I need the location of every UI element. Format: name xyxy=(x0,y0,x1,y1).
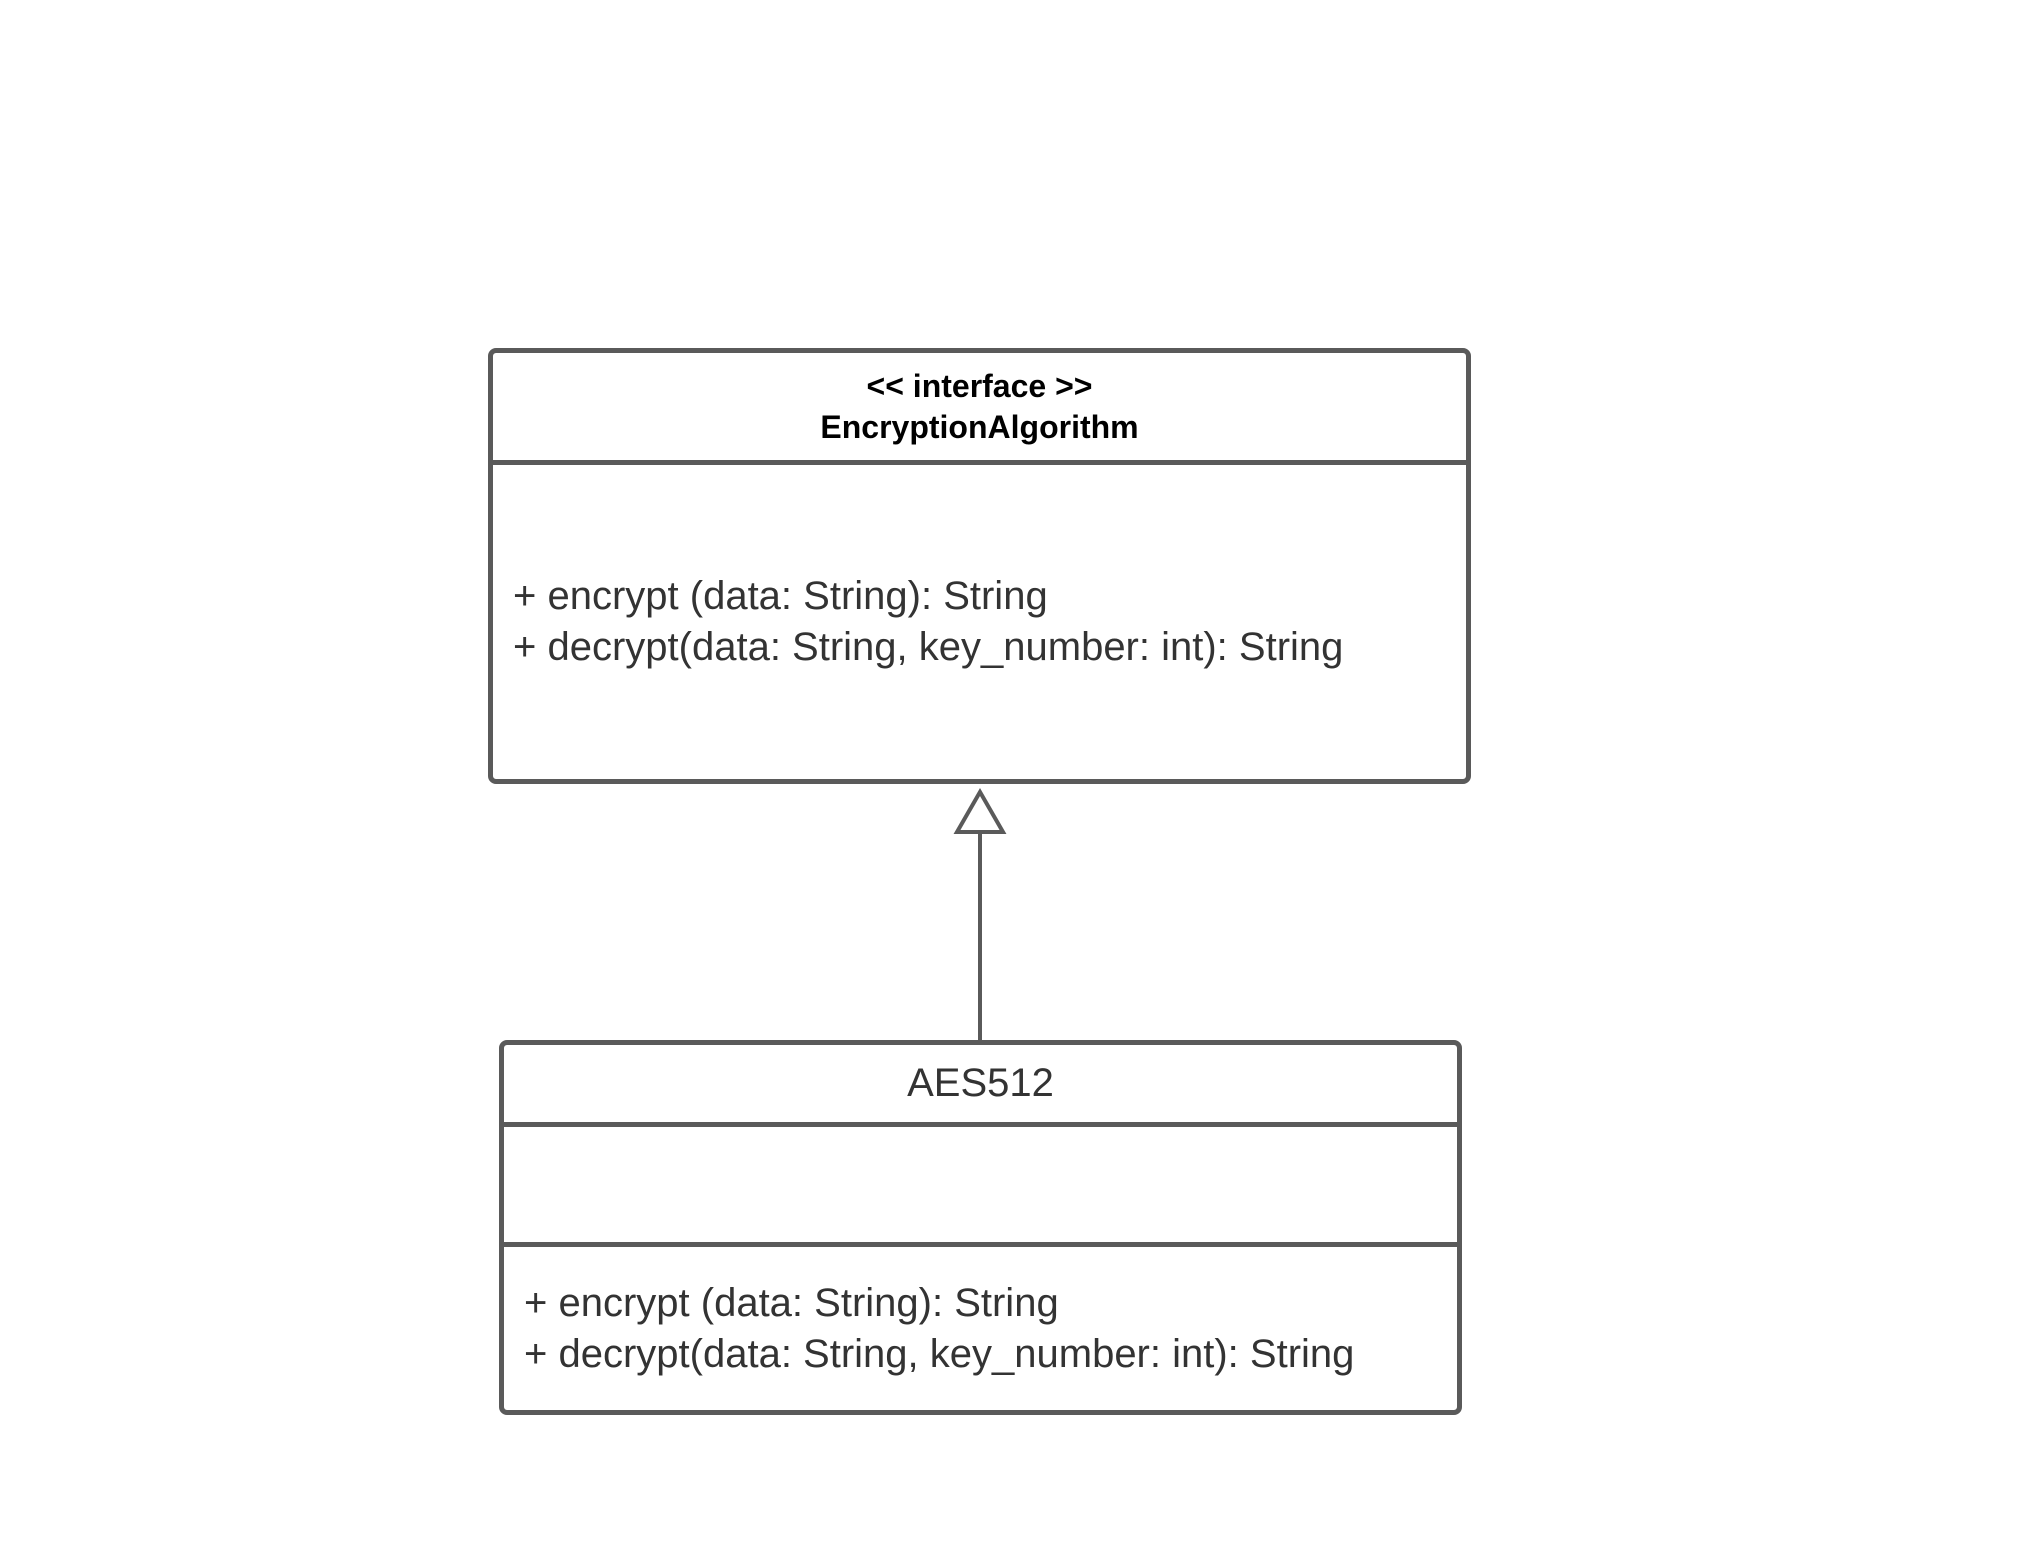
class-operations: + encrypt (data: String): String + decry… xyxy=(504,1247,1457,1410)
class-aes512[interactable]: AES512 + encrypt (data: String): String … xyxy=(499,1040,1462,1415)
operation-encrypt: + encrypt (data: String): String xyxy=(513,574,1048,618)
interface-encryption-algorithm[interactable]: << interface >> EncryptionAlgorithm + en… xyxy=(488,348,1471,784)
class-name: AES512 xyxy=(907,1061,1054,1105)
operation-encrypt: + encrypt (data: String): String xyxy=(524,1280,1059,1325)
operation-decrypt: + decrypt(data: String, key_number: int)… xyxy=(524,1331,1355,1376)
hollow-triangle-arrowhead xyxy=(953,787,1007,834)
interface-operations: + encrypt (data: String): String + decry… xyxy=(493,465,1466,779)
interface-name: EncryptionAlgorithm xyxy=(820,408,1139,445)
operation-decrypt: + decrypt(data: String, key_number: int)… xyxy=(513,625,1344,669)
class-attributes xyxy=(504,1127,1457,1247)
interface-stereotype: << interface >> xyxy=(866,367,1093,404)
interface-header: << interface >> EncryptionAlgorithm xyxy=(493,353,1466,465)
class-header: AES512 xyxy=(504,1045,1457,1127)
